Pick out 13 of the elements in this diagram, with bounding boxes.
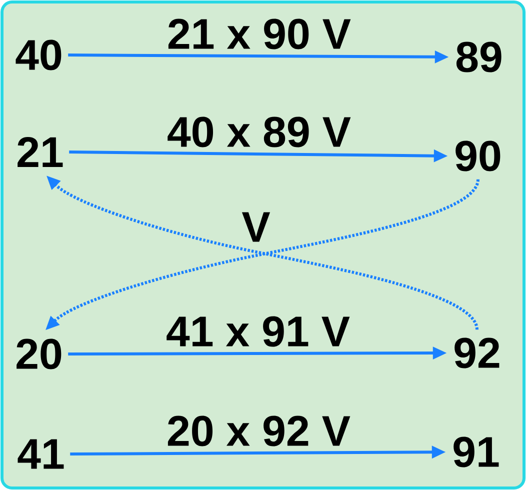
number: 91 bbox=[454, 436, 499, 468]
number: 20 bbox=[16, 338, 62, 370]
number: 92 bbox=[454, 338, 500, 368]
number: 40 bbox=[16, 40, 62, 70]
edge-label: 40 x 89 V bbox=[166, 116, 352, 148]
number: 90 bbox=[456, 140, 500, 172]
edge-label: 41 x 91 V bbox=[164, 315, 352, 348]
number: 89 bbox=[456, 42, 502, 72]
number: 21 bbox=[18, 136, 63, 168]
edge-label: 21 x 90 V bbox=[166, 18, 352, 50]
text-label: V bbox=[242, 212, 270, 242]
edge-label: 20 x 92 V bbox=[165, 414, 352, 448]
number: 41 bbox=[18, 439, 64, 469]
